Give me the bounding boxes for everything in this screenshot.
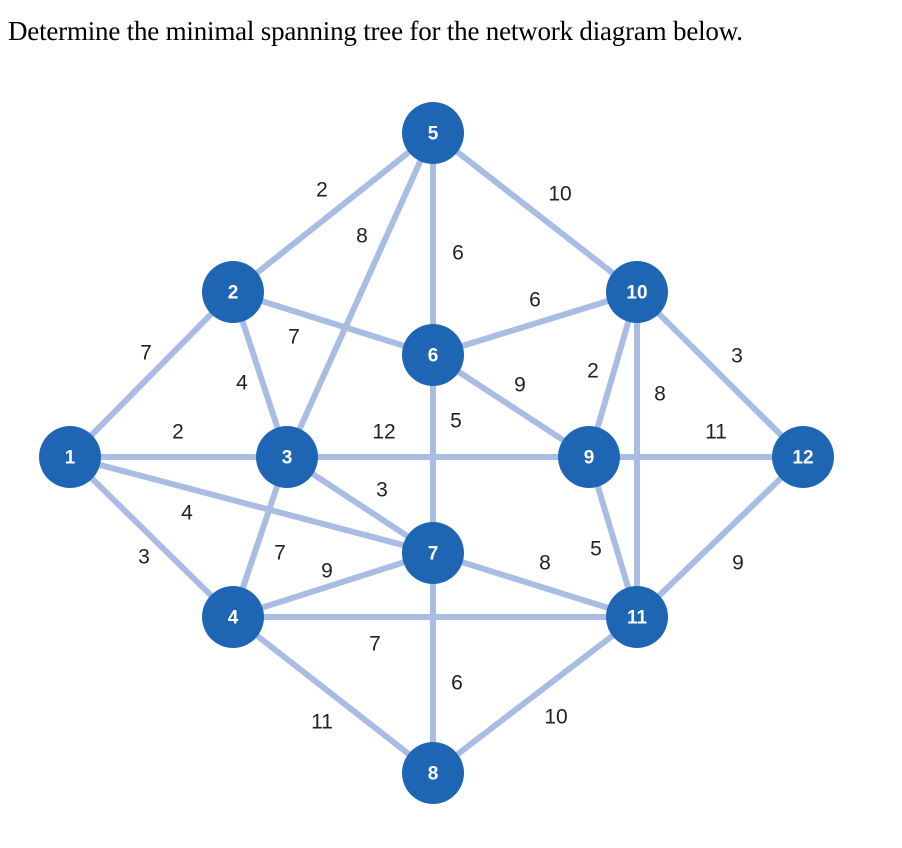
node-label-5: 5 xyxy=(428,124,439,145)
edge-weight-3-5: 8 xyxy=(356,225,368,248)
node-2: 2 xyxy=(202,261,264,323)
edge-weight-2-6: 7 xyxy=(288,326,300,349)
edge-6-9 xyxy=(430,352,592,460)
edge-weight-9-11: 5 xyxy=(590,538,602,561)
node-label-6: 6 xyxy=(428,346,439,367)
edge-8-11 xyxy=(430,614,640,776)
node-12: 12 xyxy=(772,426,834,488)
edge-4-7 xyxy=(230,550,436,620)
edge-1-2 xyxy=(67,289,236,460)
node-circle-7 xyxy=(402,522,464,584)
edge-weight-1-3: 2 xyxy=(172,421,184,444)
edge-weight-6-10: 6 xyxy=(529,289,541,312)
edge-2-6 xyxy=(230,289,436,358)
edge-weight-4-7: 9 xyxy=(321,560,333,583)
node-7: 7 xyxy=(402,522,464,584)
edge-10-12 xyxy=(634,289,806,460)
node-label-7: 7 xyxy=(428,544,439,565)
node-11: 11 xyxy=(606,586,668,648)
node-label-10: 10 xyxy=(626,283,647,304)
node-3: 3 xyxy=(256,426,318,488)
node-label-2: 2 xyxy=(228,283,239,304)
node-circle-1 xyxy=(39,426,101,488)
edge-weight-6-7: 5 xyxy=(450,410,462,433)
edge-weight-9-10: 2 xyxy=(587,360,599,383)
node-circle-6 xyxy=(402,324,464,386)
node-1: 1 xyxy=(39,426,101,488)
node-circle-3 xyxy=(256,426,318,488)
edge-5-10 xyxy=(430,130,640,295)
edge-weight-7-11: 8 xyxy=(539,552,551,575)
node-circle-5 xyxy=(402,102,464,164)
edge-1-4 xyxy=(67,454,236,620)
node-6: 6 xyxy=(402,324,464,386)
node-label-1: 1 xyxy=(65,448,76,469)
node-circle-10 xyxy=(606,261,668,323)
node-circle-11 xyxy=(606,586,668,648)
edge-weight-10-12: 3 xyxy=(731,345,743,368)
edge-7-11 xyxy=(430,550,640,620)
node-circle-2 xyxy=(202,261,264,323)
edge-weight-9-12: 11 xyxy=(705,421,727,444)
edge-weight-4-8: 11 xyxy=(311,711,333,734)
edge-weight-2-5: 2 xyxy=(316,179,328,202)
edge-1-7 xyxy=(67,454,436,556)
node-8: 8 xyxy=(402,742,464,804)
node-label-4: 4 xyxy=(228,608,239,629)
edge-weight-1-4: 3 xyxy=(138,546,150,569)
edges-layer xyxy=(67,130,806,776)
edge-weight-1-2: 7 xyxy=(140,342,152,365)
node-10: 10 xyxy=(606,261,668,323)
edge-6-10 xyxy=(430,289,640,358)
node-9: 9 xyxy=(558,426,620,488)
edge-weight-3-4: 7 xyxy=(274,542,286,565)
edge-weight-1-7: 4 xyxy=(181,502,193,525)
node-circle-12 xyxy=(772,426,834,488)
edge-weight-3-7: 3 xyxy=(376,479,388,502)
node-label-11: 11 xyxy=(627,608,648,629)
edge-weight-11-12: 9 xyxy=(732,552,744,575)
node-label-3: 3 xyxy=(282,448,293,469)
node-5: 5 xyxy=(402,102,464,164)
node-circle-8 xyxy=(402,742,464,804)
edge-weight-5-6: 6 xyxy=(452,242,464,265)
edge-weight-2-3: 4 xyxy=(236,372,248,395)
node-4: 4 xyxy=(202,586,264,648)
weights-layer: 7 2 4 3 2 4 7 8 12 3 7 9 7 11 6 10 6 9 5 8 6 10 2 11 5 3 8 9 xyxy=(138,179,744,734)
edge-3-5 xyxy=(284,130,436,460)
edge-11-12 xyxy=(634,454,806,620)
edge-weight-3-9: 12 xyxy=(372,421,395,444)
edge-weight-7-8: 6 xyxy=(451,672,463,695)
edge-weight-10-11: 8 xyxy=(654,383,666,406)
node-label-8: 8 xyxy=(428,764,439,785)
edge-2-5 xyxy=(230,130,436,295)
edge-weight-8-11: 10 xyxy=(544,706,567,729)
edge-weight-6-9: 9 xyxy=(514,374,526,397)
node-label-12: 12 xyxy=(792,448,813,469)
node-circle-9 xyxy=(558,426,620,488)
node-label-9: 9 xyxy=(584,448,595,469)
edge-4-8 xyxy=(230,614,436,776)
question-text: Determine the minimal spanning tree for … xyxy=(8,16,743,46)
edge-weight-4-11: 7 xyxy=(369,633,381,656)
node-circle-4 xyxy=(202,586,264,648)
edge-weight-5-10: 10 xyxy=(548,183,571,206)
